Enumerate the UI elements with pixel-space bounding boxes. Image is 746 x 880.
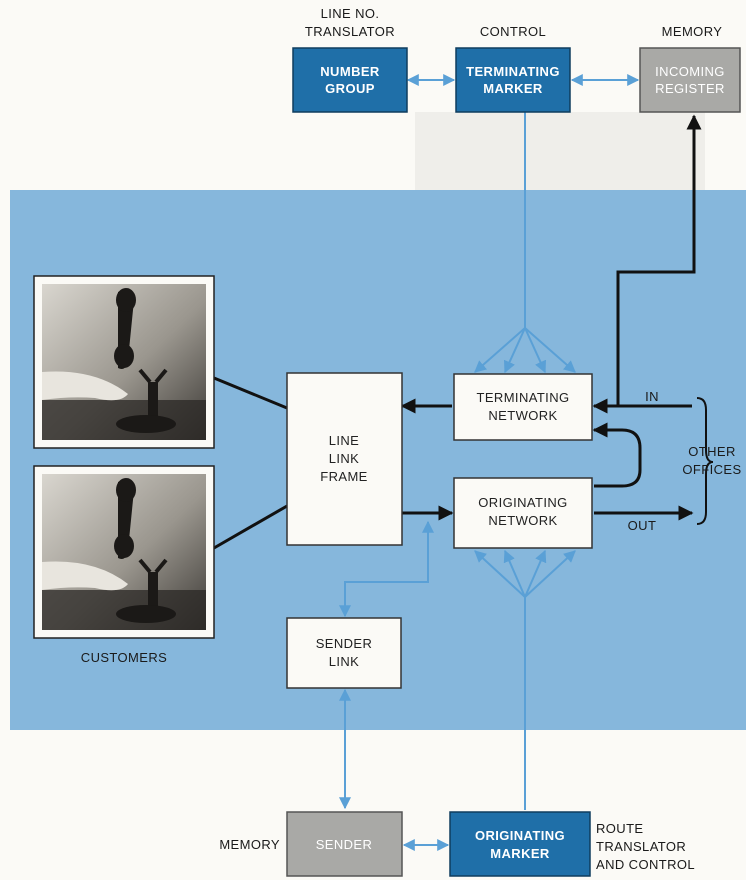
other-offices-bracket [696,397,714,525]
svg-text:SENDER: SENDER [316,636,373,651]
originating-network-box: ORIGINATING NETWORK [453,477,593,549]
link-llf-senderlink [339,520,434,618]
route-translator-label: ROUTE [596,821,644,836]
originating-marker-box: ORIGINATING MARKER [449,811,591,877]
link-customer1-llf [213,376,288,410]
svg-text:TERMINATING: TERMINATING [466,64,560,79]
svg-text:NETWORK: NETWORK [488,513,557,528]
customers-label: CUSTOMERS [81,650,167,665]
sender-link-box: SENDER LINK [286,617,402,689]
link-in-increg [616,114,702,406]
svg-text:NUMBER: NUMBER [320,64,380,79]
upper-shade [415,112,705,196]
svg-text:SENDER: SENDER [316,837,373,852]
memory-top-label: MEMORY [662,24,723,39]
svg-text:TERMINATING: TERMINATING [477,390,570,405]
svg-text:LINE: LINE [329,433,360,448]
svg-text:LINK: LINK [329,654,360,669]
svg-text:MARKER: MARKER [483,81,543,96]
svg-text:ORIGINATING: ORIGINATING [475,828,565,843]
blue-connectors [339,74,640,851]
number-group-box: NUMBER GROUP [292,47,408,113]
svg-text:NETWORK: NETWORK [488,408,557,423]
sender-box: SENDER [286,811,403,877]
svg-text:GROUP: GROUP [325,81,375,96]
line-no-translator-label-2: TRANSLATOR [305,24,395,39]
line-no-translator-label: LINE NO. [321,6,380,21]
incoming-register-box: INCOMING REGISTER [639,47,741,113]
other-offices-label-2: OFFICES [682,462,741,477]
svg-text:MARKER: MARKER [490,846,550,861]
control-label: CONTROL [480,24,546,39]
svg-text:ORIGINATING: ORIGINATING [478,495,567,510]
out-label: OUT [628,518,657,533]
memory-bottom-label: MEMORY [219,837,280,852]
link-customer2-llf [213,504,288,550]
route-translator-label-2: TRANSLATOR [596,839,686,854]
terminating-network-box: TERMINATING NETWORK [453,373,593,441]
terminating-marker-box: TERMINATING MARKER [455,47,571,113]
other-offices-label: OTHER [688,444,736,459]
svg-text:FRAME: FRAME [320,469,368,484]
customer-2-photo-icon [33,465,215,639]
route-translator-label-3: AND CONTROL [596,857,695,872]
svg-text:REGISTER: REGISTER [655,81,725,96]
customer-1-photo-icon [33,275,215,449]
svg-text:LINK: LINK [329,451,360,466]
svg-text:INCOMING: INCOMING [655,64,725,79]
black-connectors [213,114,702,550]
link-loop [592,422,642,488]
line-link-frame-box: LINE LINK FRAME [286,372,403,546]
in-label: IN [645,389,659,404]
